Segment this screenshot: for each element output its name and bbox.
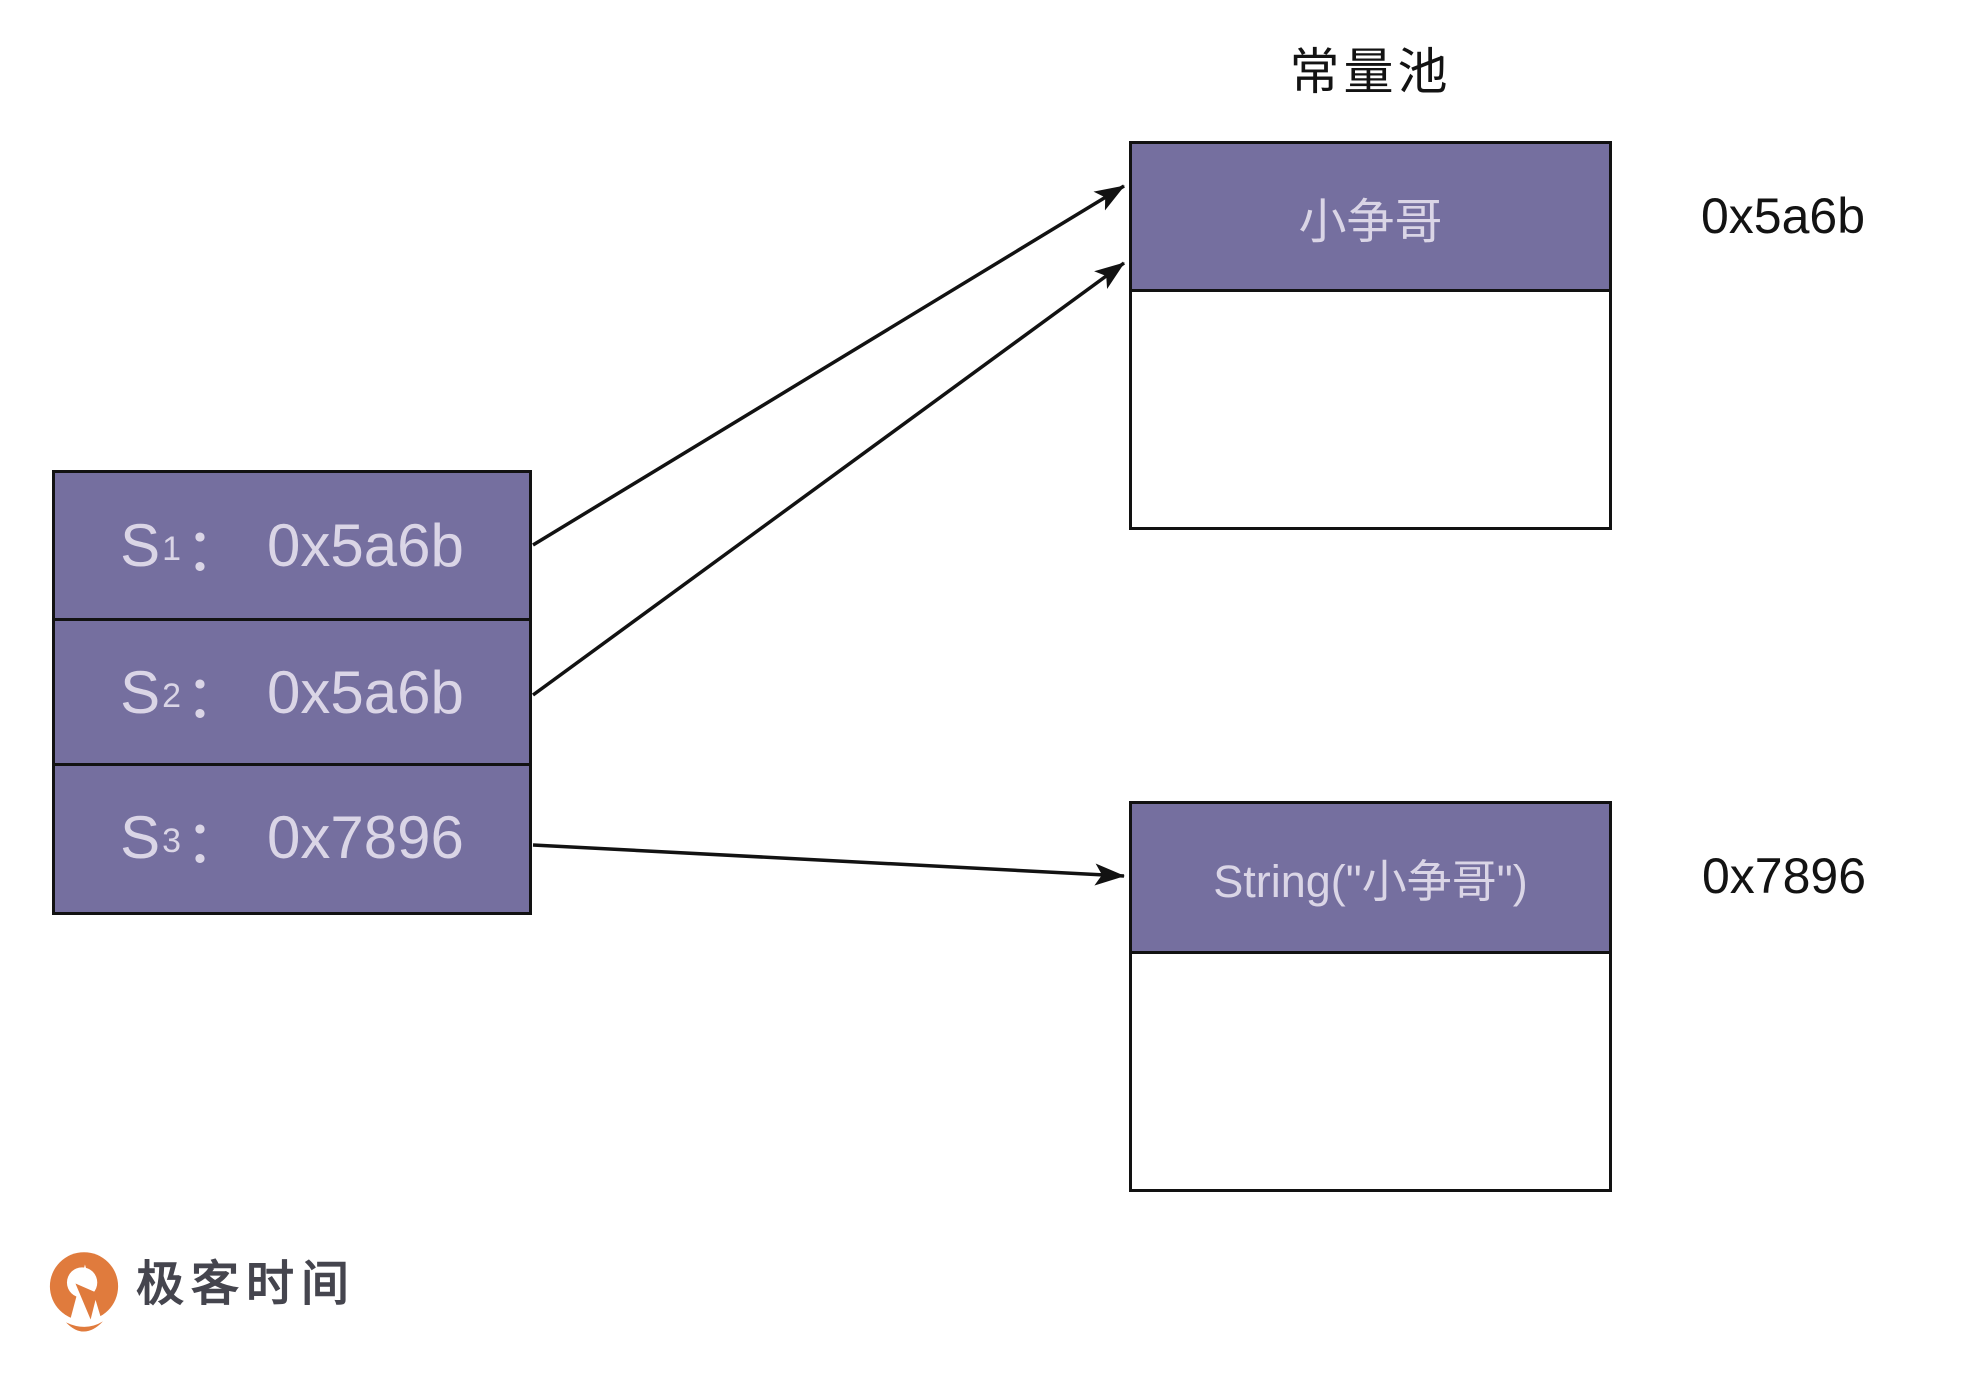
arrow-s3-to-object xyxy=(532,843,1125,886)
pool-entry-object-label: String("小争哥") xyxy=(1213,856,1528,907)
geektime-logo-icon xyxy=(49,1252,119,1332)
arrow-s2-to-literal xyxy=(531,261,1126,697)
variable-subscript: 2 xyxy=(162,676,182,715)
variable-colon: ： xyxy=(185,517,246,584)
constant-pool-title: 常量池 xyxy=(1289,44,1452,100)
variable-colon: ： xyxy=(185,663,246,731)
variable-value: 0x5a6b xyxy=(267,512,464,579)
variable-value: 0x7896 xyxy=(267,803,464,871)
variable-name: S xyxy=(120,512,161,579)
address-label-literal: 0x5a6b xyxy=(1701,188,1866,244)
pool-entry-literal-box: 小争哥 xyxy=(1129,141,1612,530)
pool-entry-object-box: String("小争哥") xyxy=(1129,801,1612,1192)
pool-entry-object-header: String("小争哥") xyxy=(1132,804,1609,954)
variable-name: S xyxy=(120,658,161,726)
geektime-logo-text: 极客时间 xyxy=(136,1258,357,1311)
variable-value: 0x5a6b xyxy=(267,658,464,726)
geektime-logo: 极客时间 xyxy=(48,1250,356,1334)
variable-subscript: 3 xyxy=(162,821,182,860)
pool-entry-literal-header: 小争哥 xyxy=(1132,144,1609,292)
pool-entry-literal-label: 小争哥 xyxy=(1298,195,1443,249)
arrow-s1-to-literal xyxy=(532,184,1125,547)
variable-colon: ： xyxy=(185,808,246,876)
variable-subscript: 1 xyxy=(162,530,182,568)
address-label-object: 0x7896 xyxy=(1702,848,1867,904)
variable-name: S xyxy=(120,803,161,871)
